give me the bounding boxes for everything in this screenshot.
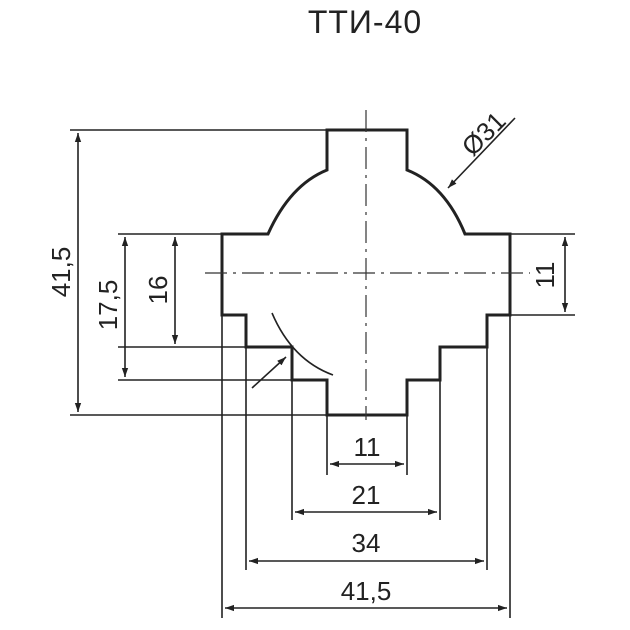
- dim-text-width-21: 21: [352, 480, 381, 510]
- dim-text-overall-height: 41,5: [46, 247, 76, 298]
- dim-text-diameter: Ø31: [456, 106, 512, 162]
- diagram-title: ТТИ-40: [307, 4, 423, 40]
- dim-text-17-5: 17,5: [93, 280, 123, 331]
- diameter-leader: [447, 117, 516, 189]
- inner-arc: [271, 312, 334, 376]
- dim-text-overall-width: 41,5: [341, 576, 392, 606]
- arc-leader: [251, 356, 287, 389]
- dim-text-16: 16: [143, 276, 173, 305]
- dim-text-width-11: 11: [354, 432, 381, 462]
- dim-text-right-11: 11: [530, 262, 560, 289]
- dim-text-width-34: 34: [352, 528, 381, 558]
